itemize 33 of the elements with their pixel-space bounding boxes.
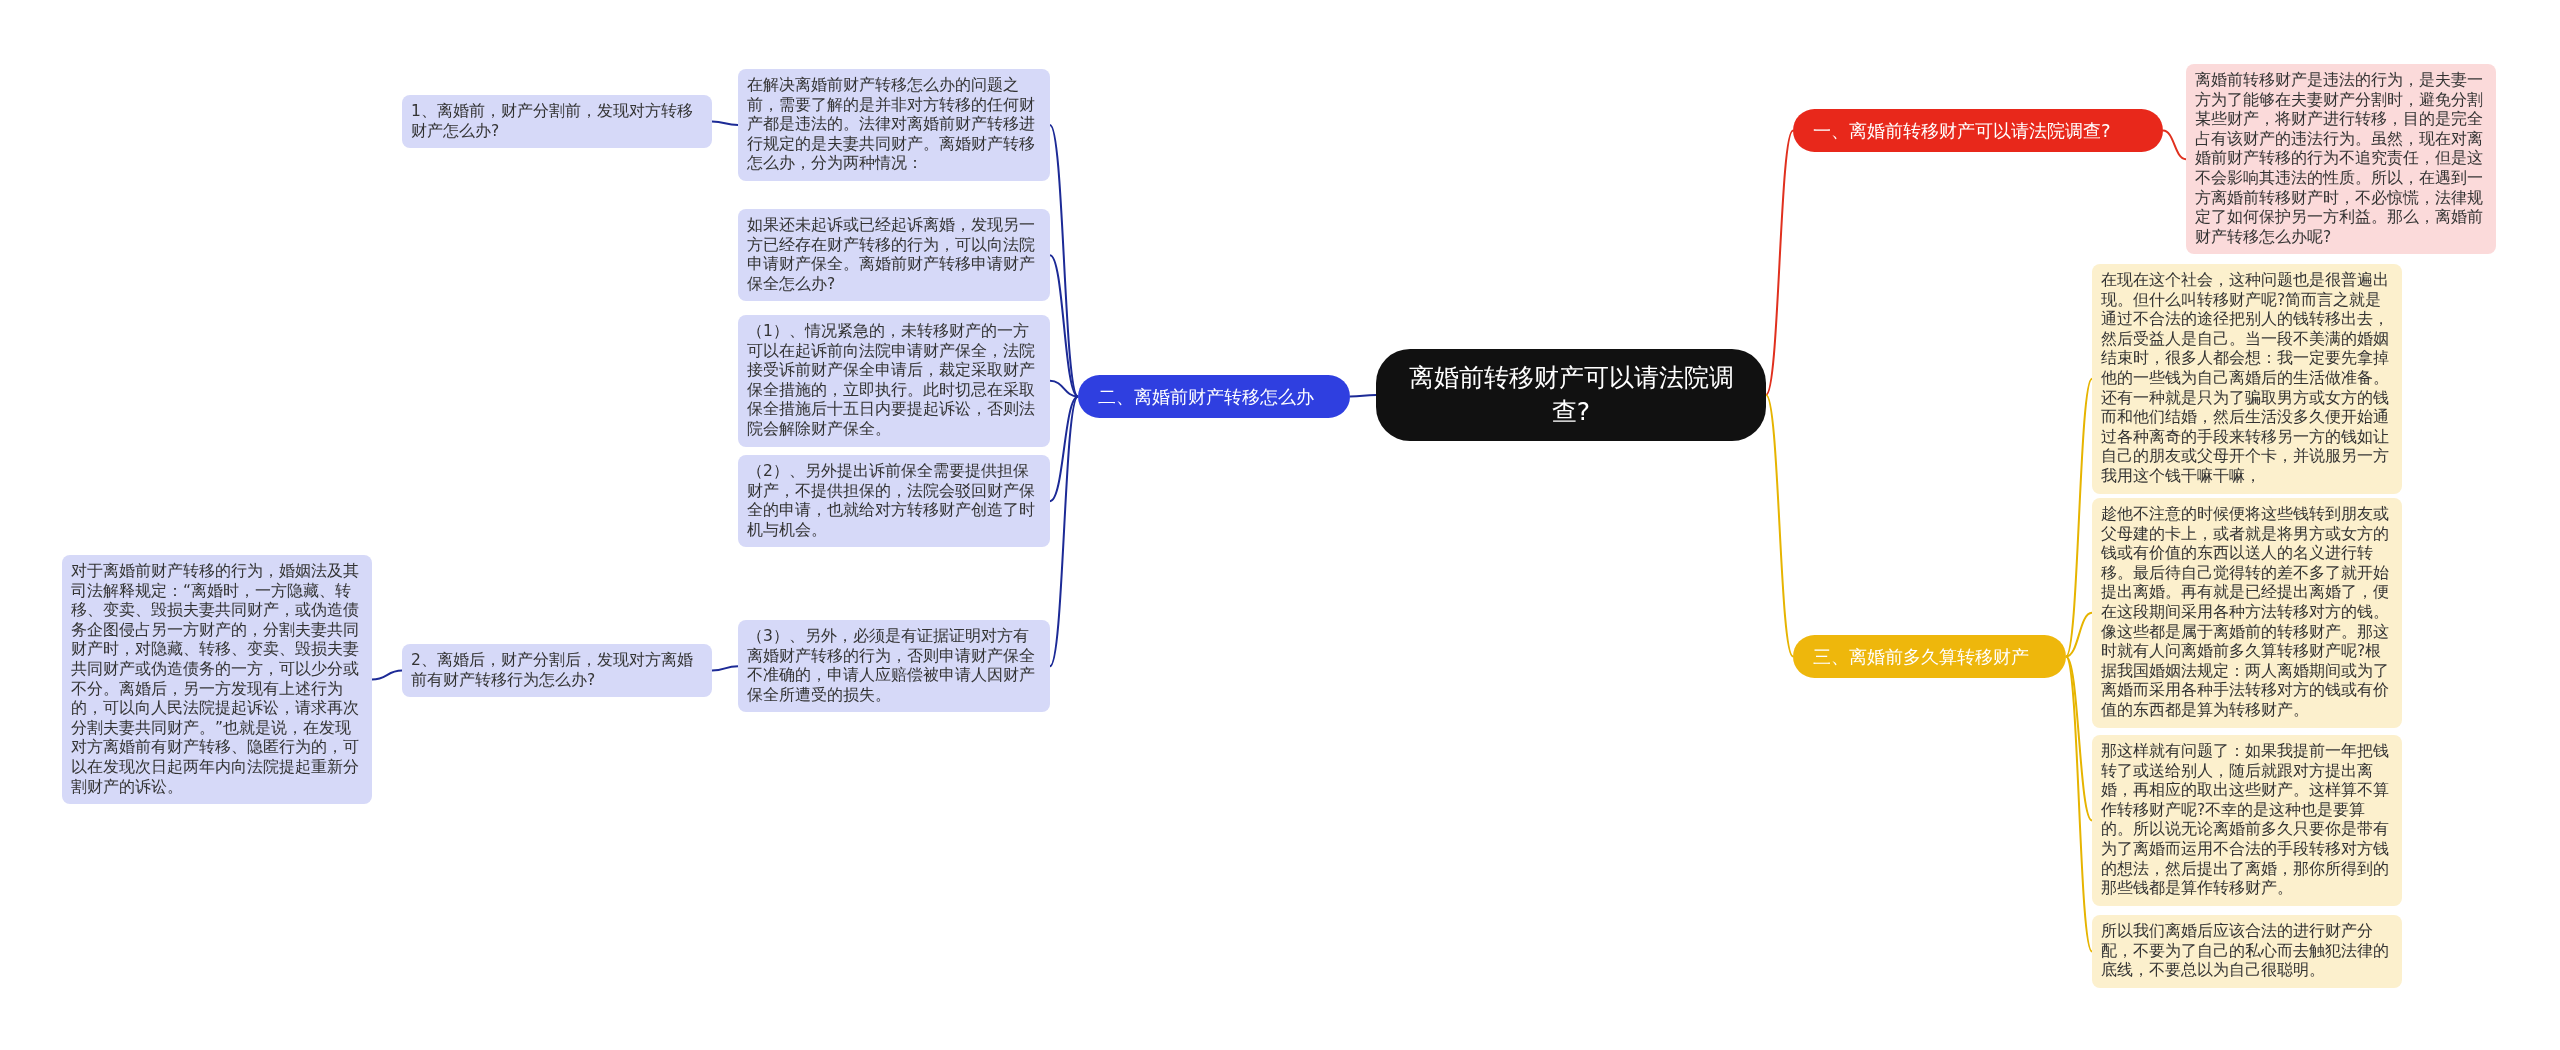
connector xyxy=(711,665,739,672)
note-card: （1）、情况紧急的，未转移财产的一方可以在起诉前向法院申请财产保全，法院接受诉前财产保全申请后，裁定采取财产保全措施的，立即执行。此时切忌在采取保全措施后十五日内要提起诉讼，否则法院会解除财产保全。 xyxy=(738,315,1050,447)
connector xyxy=(371,669,403,681)
note-card: 趁他不注意的时候便将这些钱转到朋友或父母建的卡上，或者就是将男方或女方的钱或有价值的东西以送人的名义进行转移。最后待自己觉得转的差不多了就开始提出离婚。再有就是已经提出离婚了，便在这段期间采用各种方法转移对方的钱。像这些都是属于离婚前的转移财产。那这时就有人问离婚前多久算转移财产呢?根据我国婚姻法规定：两人离婚期间或为了离婚而采用各种手法转移对方的钱或有价值的东西都是算为转移财产。 xyxy=(2092,498,2402,728)
connector xyxy=(1049,395,1079,503)
note-card: 对于离婚前财产转移的行为，婚姻法及其司法解释规定：“离婚时，一方隐藏、转移、变卖、毁损夫妻共同财产，或伪造债务企图侵占另一方财产的，分割夫妻共同财产时，对隐藏、转移、变卖、毁损夫妻共同财产或伪造债务的一方，可以少分或不分。离婚后，另一方发现有上述行为的，可以向人民法院提起诉讼，请求再次分割夫妻共同财产。”也就是说，在发现对方离婚前有财产转移、隐匿行为的，可以在发现次日起两年内向法院提起重新分割财产的诉讼。 xyxy=(62,555,372,805)
branch-topic: 二、离婚前财产转移怎么办 xyxy=(1078,375,1350,418)
branch-topic: 三、离婚前多久算转移财产 xyxy=(1793,635,2066,678)
connector xyxy=(2065,655,2093,822)
connector xyxy=(1049,254,1079,398)
connector xyxy=(1349,394,1377,398)
connector xyxy=(1765,129,1794,396)
note-card: 如果还未起诉或已经起诉离婚，发现另一方已经存在财产转移的行为，可以向法院申请财产保全。离婚前财产转移申请财产保全怎么办? xyxy=(738,209,1050,302)
subtopic-card: 1、离婚前，财产分割前，发现对方转移财产怎么办? xyxy=(402,95,712,149)
subtopic-card: 2、离婚后，财产分割后，发现对方离婚前有财产转移行为怎么办? xyxy=(402,644,712,698)
connector xyxy=(711,120,739,126)
connector xyxy=(2162,129,2187,161)
connector xyxy=(1765,394,1794,658)
connector xyxy=(2065,377,2093,658)
note-card: 离婚前转移财产是违法的行为，是夫妻一方为了能够在夫妻财产分割时，避免分割某些财产，将财产进行转移，目的是完全占有该财产的违法行为。虽然，现在对离婚前财产转移的行为不追究责任，但是这不会影响其违法的性质。所以，在遇到一方离婚前转移财产时，不必惊慌，法律规定了如何保护另一方利益。那么，离婚前财产转移怎么办呢? xyxy=(2186,64,2496,255)
connector xyxy=(1049,395,1079,668)
connector xyxy=(2065,655,2093,953)
connector xyxy=(1049,379,1079,398)
note-card: （2）、另外提出诉前保全需要提供担保财产，不提供担保的，法院会驳回财产保全的申请，也就给对方转移财产创造了时机与机会。 xyxy=(738,455,1050,548)
note-card: 所以我们离婚后应该合法的进行财产分配，不要为了自己的私心而去触犯法律的底线，不要总以为自己很聪明。 xyxy=(2092,915,2402,988)
connector xyxy=(2065,611,2093,658)
central-topic: 离婚前转移财产可以请法院调查? xyxy=(1376,349,1766,441)
note-card: （3）、另外，必须是有证据证明对方有离婚财产转移的行为，否则申请财产保全不准确的，申请人应赔偿被申请人因财产保全所遭受的损失。 xyxy=(738,620,1050,713)
note-card: 那这样就有问题了：如果我提前一年把钱转了或送给别人，随后就跟对方提出离婚，再相应的取出这些财产。这样算不算作转移财产呢?不幸的是这种也是要算的。所以说无论离婚前多久只要你是带有为了离婚而运用不合法的手段转移对方钱的想法，然后提出了离婚，那你所得到的那些钱都是算作转移财产。 xyxy=(2092,735,2402,906)
connector xyxy=(1049,124,1079,398)
note-card: 在解决离婚前财产转移怎么办的问题之前，需要了解的是并非对方转移的任何财产都是违法的。法律对离婚前财产转移进行规定的是夫妻共同财产。离婚财产转移怎么办，分为两种情况： xyxy=(738,69,1050,181)
note-card: 在现在这个社会，这种问题也是很普遍出现。但什么叫转移财产呢?简而言之就是通过不合法的途径把别人的钱转移出去，然后受益人是自己。当一段不美满的婚姻结束时，很多人都会想：我一定要先拿掉他的一些钱为自己离婚后的生活做准备。还有一种就是只为了骗取男方或女方的钱而和他们结婚，然后生活没多久便开始通过各种离奇的手段来转移另一方的钱如让自己的朋友或父母开个卡，并说服另一方我用这个钱干嘛干嘛， xyxy=(2092,264,2402,494)
branch-topic: 一、离婚前转移财产可以请法院调查? xyxy=(1793,109,2163,152)
